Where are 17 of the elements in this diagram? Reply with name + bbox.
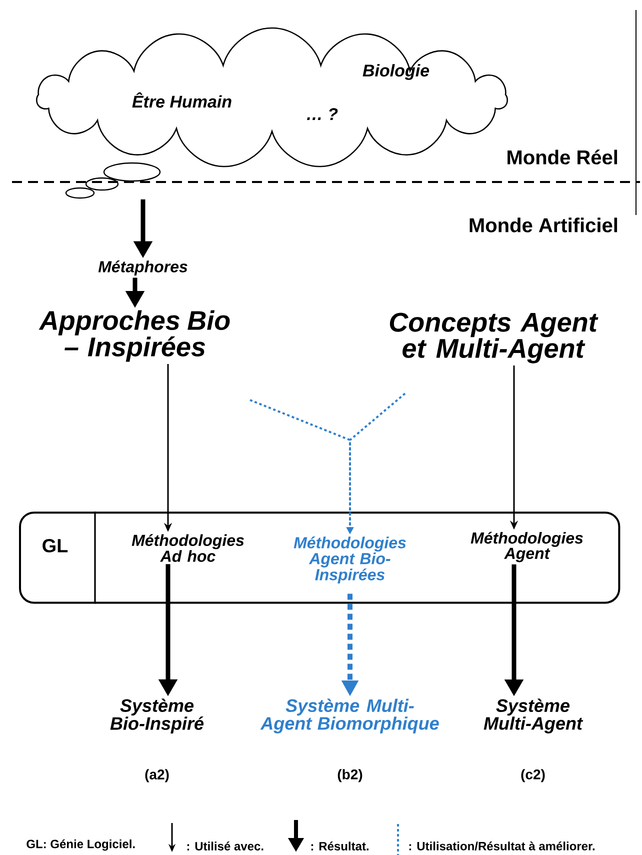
- panel-tag: (b2): [338, 769, 362, 782]
- concept-label: Métaphores: [98, 260, 188, 276]
- approach-label: Approches Bio – Inspirées: [38, 310, 230, 362]
- system-label: Système Multi-Agent Biomorphique: [260, 698, 439, 734]
- legend-text: : Résultat.: [311, 842, 368, 850]
- legend-text: : Utilisation/Résultat à améliorer.: [409, 841, 595, 851]
- legend-text: : Utilisé avec.: [187, 842, 264, 850]
- region-label: Monde Artificiel: [470, 218, 618, 232]
- system-label: Système Multi-Agent: [484, 698, 584, 734]
- methodology-label: Méthodologies Agent Bio-Inspirées: [294, 536, 406, 584]
- methodology-label: Méthodologies Agent: [470, 532, 583, 562]
- legend-text: GL: Génie Logiciel.: [26, 839, 135, 851]
- panel-tag: (a2): [145, 769, 169, 782]
- methodology-label: Méthodologies Ad hoc: [132, 534, 244, 562]
- system-label: Système Bio-Inspiré: [110, 698, 204, 734]
- approach-label: Concepts Agent et Multi-Agent: [390, 312, 598, 364]
- panel-tag: (c2): [521, 769, 545, 782]
